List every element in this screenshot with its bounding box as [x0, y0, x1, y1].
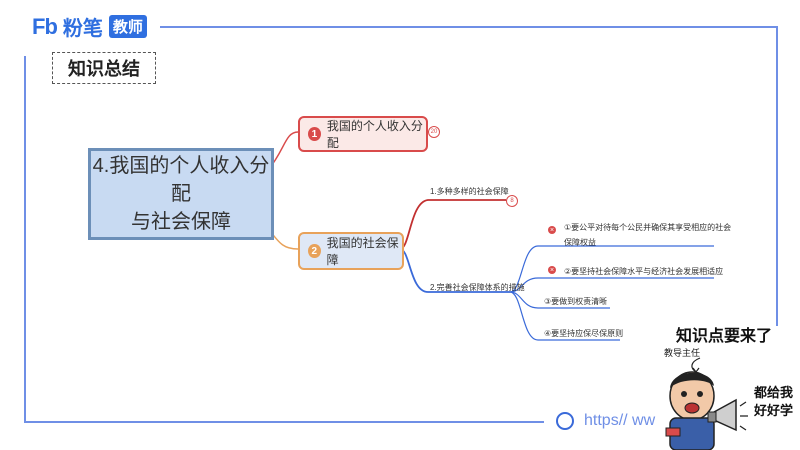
- brand-name: 粉笔: [62, 18, 103, 40]
- root-title-line1: 4.我国的个人收入分配: [92, 155, 270, 205]
- mascot-illustration: [665, 357, 748, 450]
- leaf-item[interactable]: ②要坚持社会保障水平与经济社会发展相适应: [564, 267, 724, 276]
- leaf1-marker-icon: ×: [548, 226, 556, 234]
- mindmap-node-social-security[interactable]: 2 我国的社会保障: [298, 232, 404, 270]
- leaf-item[interactable]: ④要坚持应保尽保原则: [544, 329, 624, 338]
- frame-border-right: [776, 26, 778, 326]
- mascot-speech-line2: 好好学: [754, 403, 794, 418]
- brand-mark: Fb: [32, 13, 58, 39]
- leaf2-marker-icon: ×: [548, 266, 556, 274]
- mascot-headline: 知识点要来了: [676, 328, 773, 345]
- node1-label: 我国的个人收入分配: [326, 119, 423, 150]
- branch-a-collapse-counter[interactable]: 8: [506, 195, 518, 207]
- mindmap-root-node[interactable]: 4.我国的个人收入分配 与社会保障: [88, 148, 274, 240]
- frame-border-bottom: [24, 421, 544, 423]
- leaf1-line1: ①要公平对待每个公民并确保其享受相应的社会: [564, 223, 732, 232]
- branch-improve-measures[interactable]: 2.完善社会保障体系的措施: [430, 283, 525, 292]
- mascot-role-label: 教导主任: [664, 348, 701, 358]
- mindmap-node-income-distribution[interactable]: 1 我国的个人收入分配: [298, 116, 428, 152]
- section-title: 知识总结: [52, 52, 156, 84]
- frame-border-top: [160, 26, 778, 28]
- leaf1-line2: 保障权益: [564, 238, 596, 247]
- mascot-speech: 都给我 好好学: [754, 384, 793, 420]
- leaf-item[interactable]: ①要公平对待每个公民并确保其享受相应的社会 保障权益: [564, 222, 731, 248]
- node1-collapse-counter[interactable]: 20: [428, 126, 440, 138]
- branch-diverse-security[interactable]: 1.多种多样的社会保障: [430, 187, 509, 196]
- frame-border-left: [24, 56, 26, 422]
- footer-url[interactable]: https// ww: [556, 412, 655, 430]
- brand-badge: 教师: [108, 15, 147, 38]
- node2-number-badge: 2: [308, 244, 321, 258]
- footer-url-text: https// ww: [584, 412, 656, 429]
- globe-icon: [556, 412, 574, 430]
- brand-logo: Fb 粉笔 教师: [32, 12, 147, 41]
- node1-number-badge: 1: [308, 127, 321, 141]
- leaf-item[interactable]: ③要做到权责清晰: [544, 297, 608, 306]
- node2-label: 我国的社会保障: [326, 236, 399, 267]
- root-title-line2: 与社会保障: [131, 211, 231, 233]
- mascot-speech-line1: 都给我: [754, 385, 794, 400]
